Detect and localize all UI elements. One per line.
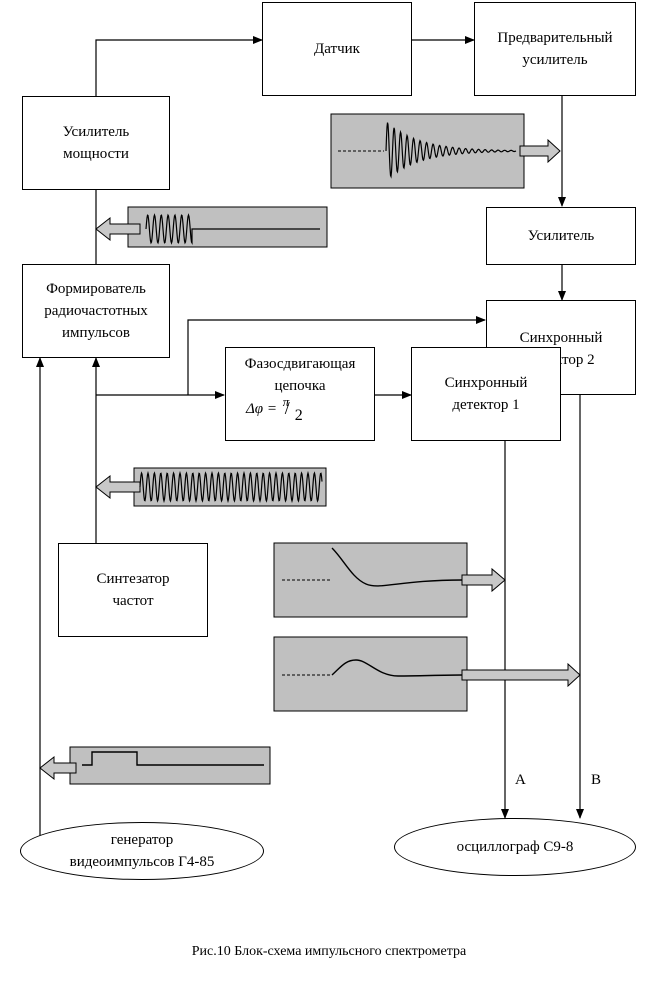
line-branch-to-syncdet2 (187, 316, 486, 395)
output-b-panel (273, 636, 468, 712)
output-a-waveform (331, 547, 463, 587)
echo-waveform (385, 122, 517, 179)
signal-panels (39, 113, 581, 785)
channel-b-label: В (591, 772, 602, 788)
output-a-panel (273, 542, 468, 618)
channel-a-label: А (515, 772, 526, 788)
rf-former-block: Формирователь радиочастотных импульсов (22, 264, 170, 358)
amplifier-block: Усилитель (486, 207, 636, 265)
generator-ellipse: генератор видеоимпульсов Г4-85 (20, 822, 264, 880)
power-amp-label: Усилитель мощности (62, 124, 130, 162)
preamp-label: Предварительный усилитель (497, 30, 613, 68)
phase-formula-den: 2 (294, 406, 303, 424)
echo-signal-arrow (519, 138, 561, 164)
rf-burst-waveform (145, 213, 320, 245)
generator-label: генератор видеоимпульсов Г4-85 (69, 832, 215, 870)
oscillograph-label: осциллограф С9-8 (456, 839, 574, 855)
line-poweramp-to-sensor (95, 36, 263, 96)
sensor-block: Датчик (262, 2, 412, 96)
synth-block: Синтезатор частот (58, 543, 208, 637)
phase-shifter-title: Фазосдвигающая цепочка (244, 356, 356, 394)
phase-formula-num: π (282, 393, 290, 409)
synth-label: Синтезатор частот (96, 571, 170, 609)
video-pulse-waveform (82, 751, 264, 766)
phase-formula-lhs: Δφ = (246, 401, 277, 417)
amplifier-label: Усилитель (527, 228, 595, 244)
oscillograph-ellipse: осциллограф С9-8 (394, 818, 636, 876)
power-amp-block: Усилитель мощности (22, 96, 170, 190)
output-b-waveform (331, 659, 463, 677)
phase-formula: Δφ = π / 2 (246, 394, 307, 424)
preamp-block: Предварительный усилитель (474, 2, 636, 96)
output-b-arrow (461, 662, 581, 688)
connections (36, 36, 584, 836)
sensor-label: Датчик (314, 41, 360, 57)
video-pulse-arrow (39, 755, 77, 781)
phase-shifter-block: Фазосдвигающая цепочка Δφ = π / 2 (225, 347, 375, 441)
sine-waveform (139, 470, 323, 504)
sync-det-1-label: Синхронный детектор 1 (444, 375, 528, 413)
rf-former-label: Формирователь радиочастотных импульсов (44, 281, 148, 341)
sync-det-1-block: Синхронный детектор 1 (411, 347, 561, 441)
rf-burst-arrow (95, 216, 141, 242)
figure-caption: Рис.10 Блок-схема импульсного спектромет… (191, 944, 467, 959)
output-a-arrow (461, 567, 506, 593)
sine-signal-arrow (95, 474, 141, 500)
